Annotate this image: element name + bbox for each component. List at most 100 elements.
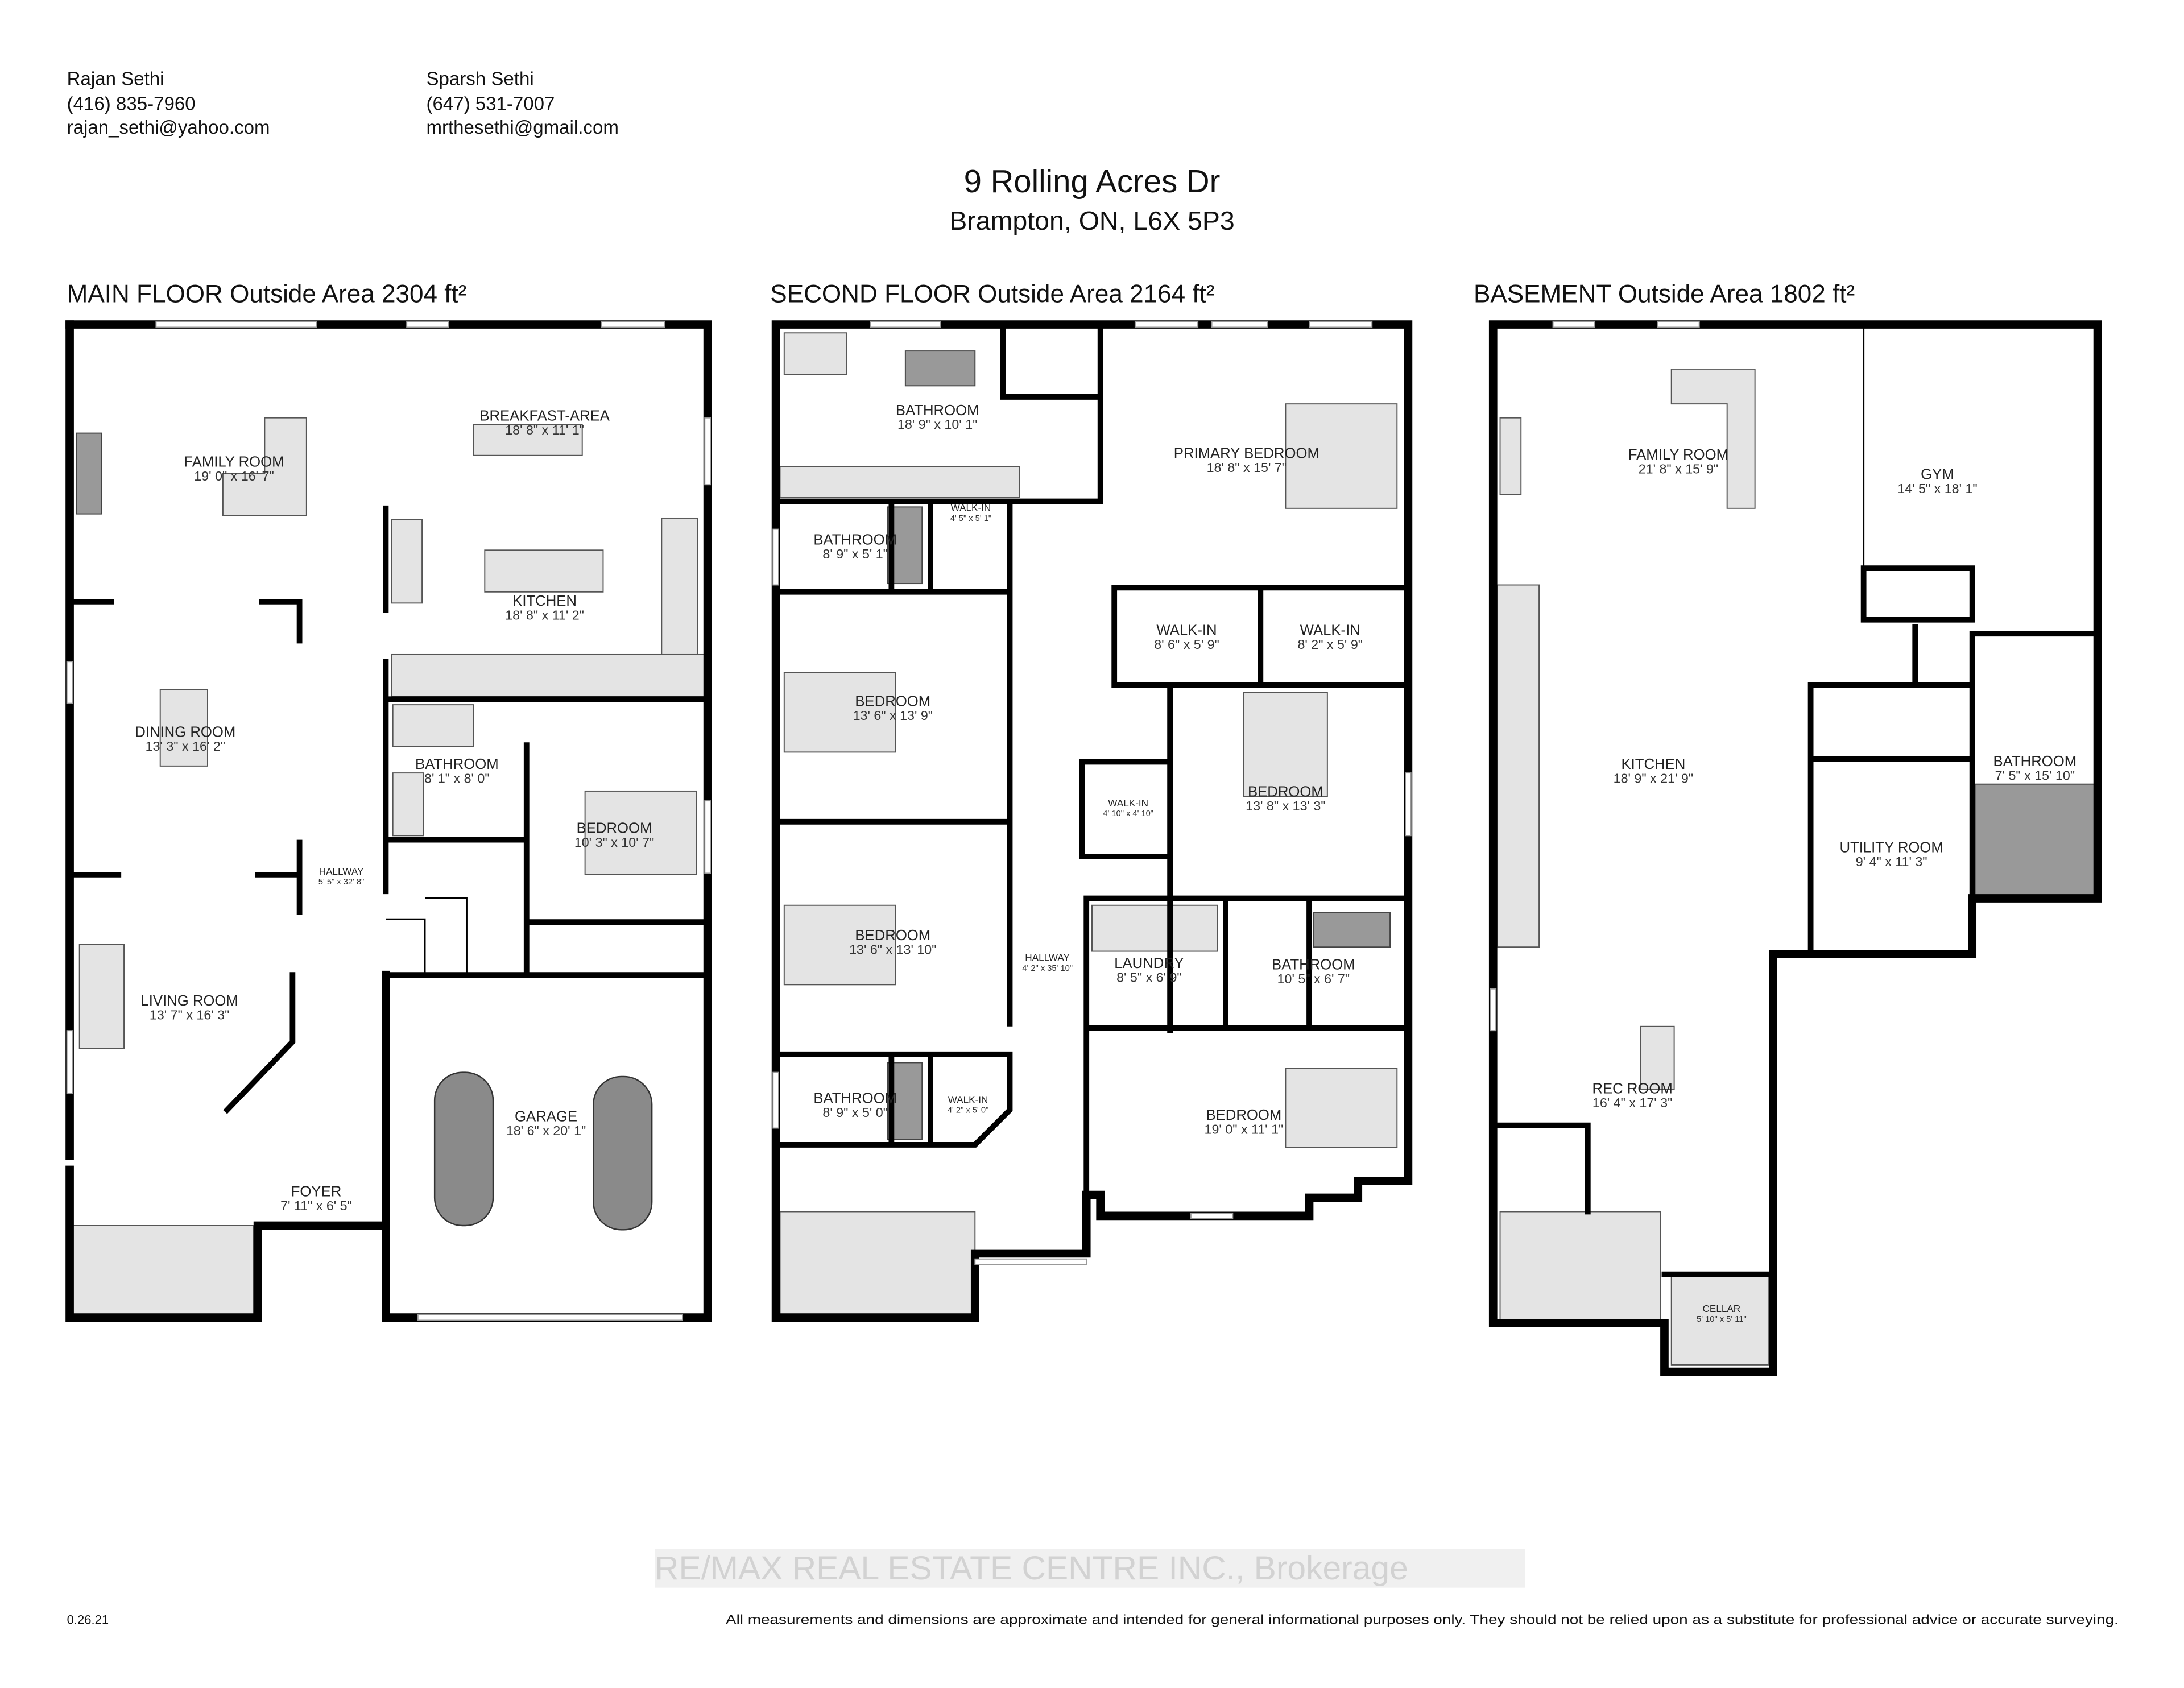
contact-phone: (647) 531-7007 [426, 93, 555, 114]
room-name: BATHROOM [1272, 957, 1355, 973]
room-dimensions: 19' 0" x 16' 7" [194, 469, 274, 483]
room-name: WALK-IN [948, 1094, 988, 1105]
sofa [78, 944, 125, 1049]
room-dimensions: 13' 3" x 16' 2" [146, 739, 225, 754]
contact-email: mrthesethi@gmail.com [426, 117, 618, 138]
room-name: KITCHEN [1621, 756, 1685, 772]
contact-name: Sparsh Sethi [426, 68, 533, 89]
room-dimensions: 14' 5" x 18' 1" [1897, 481, 1977, 496]
room-name: BEDROOM [855, 694, 930, 710]
closet-walls [386, 897, 468, 975]
sofa [1670, 368, 1756, 509]
address-line1: 9 Rolling Acres Dr [964, 163, 1221, 199]
room-name: CELLAR [1703, 1303, 1741, 1314]
room-name: KITCHEN [512, 593, 577, 609]
contact-phone: (416) 835-7960 [67, 93, 196, 114]
room-name: BATHROOM [896, 403, 979, 419]
laundry-machines [1091, 904, 1218, 952]
room-dimensions: 19' 0" x 11' 1" [1205, 1122, 1284, 1136]
shower [392, 704, 474, 747]
bed [783, 672, 896, 753]
room-name: BEDROOM [855, 928, 930, 944]
stairs [1499, 1211, 1661, 1321]
room-dimensions: 8' 9" x 5' 0" [822, 1105, 888, 1120]
stairs [69, 1225, 254, 1318]
room-dimensions: 18' 8" x 15' 7" [1207, 460, 1287, 475]
room-name: FAMILY ROOM [184, 454, 284, 470]
vanity [392, 772, 424, 837]
bathroom-floor [1974, 783, 2096, 896]
watermark: RE/MAX REAL ESTATE CENTRE INC., Brokerag… [655, 1550, 1408, 1587]
room-dimensions: 18' 6" x 20' 1" [506, 1123, 586, 1138]
room-name: BREAKFAST-AREA [479, 408, 610, 424]
room-name: GARAGE [515, 1108, 577, 1124]
main-floor-title: MAIN FLOOR Outside Area 2304 ft² [67, 280, 467, 308]
fireplace [76, 432, 102, 515]
room-name: UTILITY ROOM [1839, 840, 1943, 856]
dining-table [159, 689, 208, 767]
room-name: BATHROOM [813, 1090, 897, 1106]
room-dimensions: 8' 2" x 5' 9" [1297, 637, 1363, 652]
exterior-wall [771, 320, 1413, 1322]
vanity [779, 466, 1020, 498]
room-name: BATHROOM [813, 532, 897, 548]
room-name: PRIMARY BEDROOM [1174, 446, 1320, 462]
bed [1243, 692, 1328, 797]
room-name: LAUNDRY [1114, 955, 1184, 971]
room-dimensions: 8' 9" x 5' 1" [822, 547, 888, 561]
room-dimensions: 8' 6" x 5' 9" [1154, 637, 1219, 652]
contact-name: Rajan Sethi [67, 68, 164, 89]
kitchen-counter [391, 519, 423, 604]
bed [783, 904, 896, 986]
watermark-bg [655, 1549, 1525, 1588]
second-floor-title: SECOND FLOOR Outside Area 2164 ft² [770, 280, 1214, 308]
kitchen-island [484, 549, 604, 593]
room-name: FOYER [291, 1184, 342, 1200]
breakfast-table [473, 424, 583, 456]
interior-walls [1494, 565, 2100, 1277]
room-dimensions: 4' 2" x 35' 10" [1022, 964, 1073, 973]
room-dimensions: 16' 4" x 17' 3" [1592, 1095, 1672, 1110]
contact-rajan: Rajan Sethi (416) 835-7960 rajan_sethi@y… [67, 68, 270, 138]
room-name: FAMILY ROOM [1628, 447, 1728, 463]
car [593, 1075, 653, 1231]
room-dimensions: 13' 7" x 16' 3" [150, 1008, 229, 1023]
room-dimensions: 10' 5" x 6' 7" [1277, 971, 1350, 986]
exterior-wall [65, 320, 712, 1322]
tv-unit [1499, 417, 1522, 495]
room-dimensions: 13' 6" x 13' 9" [853, 708, 933, 723]
rec-table [1640, 1025, 1675, 1090]
room-name: BEDROOM [1206, 1107, 1282, 1123]
bed [1285, 403, 1398, 509]
room-name: HALLWAY [319, 866, 364, 877]
stairs [779, 1211, 976, 1317]
room-name: BEDROOM [1248, 784, 1323, 800]
room-name: REC ROOM [1592, 1081, 1672, 1097]
exterior-wall [1488, 320, 2102, 1376]
room-name: BEDROOM [577, 820, 652, 836]
room-name: DINING ROOM [135, 724, 235, 740]
room-dimensions: 4' 10" x 4' 10" [1103, 809, 1153, 818]
room-name: BATHROOM [1993, 754, 2077, 769]
bed [584, 790, 697, 875]
room-dimensions: 5' 5" x 32' 8" [318, 878, 365, 887]
disclaimer: All measurements and dimensions are appr… [726, 1612, 2119, 1627]
room-dimensions: 13' 6" x 13' 10" [849, 942, 936, 957]
room-name: WALK-IN [951, 502, 991, 514]
basement-plan [1488, 320, 2102, 1376]
room-dimensions: 18' 8" x 11' 1" [505, 423, 584, 437]
room-dimensions: 8' 5" x 6' 9" [1116, 970, 1182, 984]
room-dimensions: 8' 1" x 8' 0" [424, 771, 490, 785]
main-floor-plan [65, 320, 712, 1322]
shower [783, 332, 847, 375]
basement-title: BASEMENT Outside Area 1802 ft² [1474, 280, 1855, 308]
room-name: BATHROOM [415, 756, 499, 772]
room-name: WALK-IN [1108, 797, 1148, 809]
contact-sparsh: Sparsh Sethi (647) 531-7007 mrthesethi@g… [426, 68, 618, 138]
room-name: WALK-IN [1300, 623, 1360, 639]
interior-walls [773, 321, 1405, 1256]
second-floor-plan [771, 320, 1413, 1322]
room-dimensions: 10' 3" x 10' 7" [574, 835, 654, 850]
